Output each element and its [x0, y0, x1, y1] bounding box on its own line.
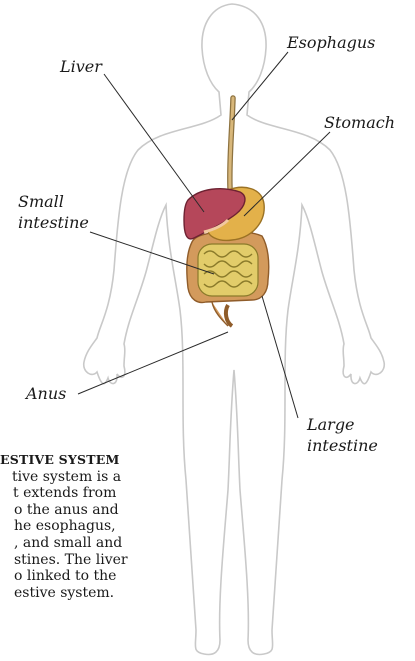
leader-stomach — [244, 132, 330, 216]
caption-line: , and small and — [0, 535, 170, 552]
label-esophagus: Esophagus — [286, 33, 375, 52]
caption-line: tive system is a — [0, 469, 170, 486]
leader-liver — [104, 74, 204, 212]
caption-line: estive system. — [0, 585, 170, 602]
caption-box: ESTIVE SYSTEM tive system is a t extends… — [0, 452, 170, 601]
label-large-intestine-2: intestine — [307, 436, 378, 455]
label-liver: Liver — [59, 57, 103, 76]
caption-line: o the anus and — [0, 502, 170, 519]
caption-line: he esophagus, — [0, 518, 170, 535]
label-anus: Anus — [24, 384, 66, 403]
leader-large-intestine — [262, 296, 298, 418]
label-large-intestine-1: Large — [306, 415, 355, 434]
label-stomach: Stomach — [324, 113, 395, 132]
caption-line: stines. The liver — [0, 552, 170, 569]
caption-line: t extends from — [0, 485, 170, 502]
caption-title: ESTIVE SYSTEM — [0, 452, 170, 469]
label-small-intestine-2: intestine — [18, 213, 89, 232]
leader-anus — [78, 332, 228, 394]
caption-line: o linked to the — [0, 568, 170, 585]
label-small-intestine-1: Small — [18, 192, 64, 211]
leader-esophagus — [232, 52, 288, 120]
